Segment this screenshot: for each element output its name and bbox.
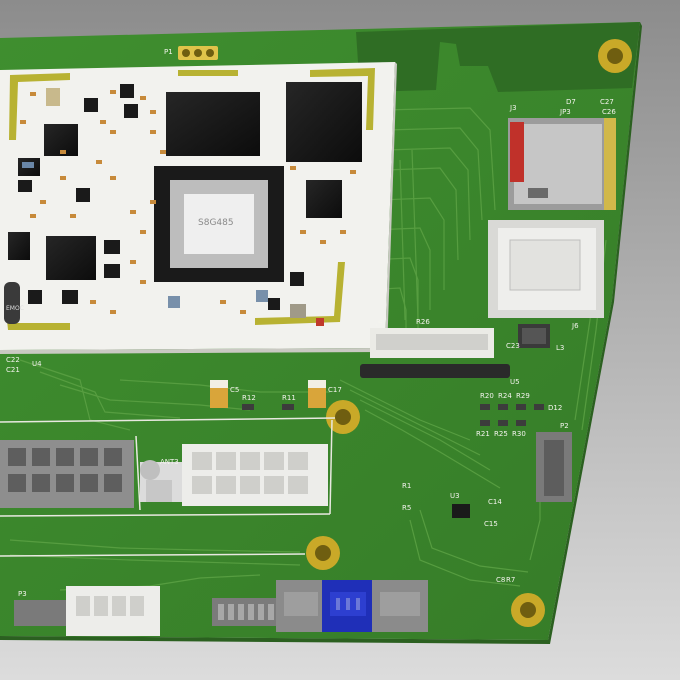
resistor-cluster xyxy=(480,404,544,426)
connector-white-4pin xyxy=(66,586,160,636)
sim-card-socket-j6 xyxy=(488,220,604,318)
label-l3: L3 xyxy=(556,344,564,352)
fan-connector-grey-1 xyxy=(276,580,326,632)
memory-chip-2 xyxy=(286,82,362,162)
label-r5: R5 xyxy=(402,504,411,512)
label-d12: D12 xyxy=(548,404,562,412)
module-chip-left-2 xyxy=(46,236,96,280)
label-j4: J4 xyxy=(375,318,383,326)
fan-connector-grey-2 xyxy=(372,580,428,632)
crystal-marking: EMOC xyxy=(6,305,24,312)
module-passives xyxy=(20,90,356,314)
label-c27: C27 xyxy=(600,98,614,106)
label-c5: C5 xyxy=(230,386,239,394)
label-ant: ANT3 xyxy=(160,458,179,466)
tantalum-capacitor-c5 xyxy=(210,380,228,408)
pmic-chip xyxy=(306,180,342,218)
label-c22: C22 xyxy=(6,356,20,364)
label-d7: D7 xyxy=(566,98,576,106)
fpc-connector-lower xyxy=(360,364,510,378)
label-u3: U3 xyxy=(450,492,460,500)
module-crystal xyxy=(4,282,20,324)
processor-die xyxy=(184,194,254,254)
label-c23: C23 xyxy=(506,342,520,350)
mounting-hole-middle xyxy=(326,400,360,434)
silkscreen-outlines xyxy=(0,417,336,557)
sd-card-socket-j3 xyxy=(508,118,616,210)
label-c15: C15 xyxy=(484,520,498,528)
antenna-connector xyxy=(140,460,182,502)
resistor-r12 xyxy=(242,404,254,410)
connector-p3 xyxy=(14,600,70,626)
label-r21: R21 xyxy=(476,430,490,438)
label-jp3: JP3 xyxy=(559,108,571,116)
label-r11: R11 xyxy=(282,394,296,402)
power-connector-left xyxy=(0,440,134,508)
label-r29: R29 xyxy=(516,392,530,400)
label-j3: J3 xyxy=(509,104,517,112)
connector-grey-header xyxy=(212,598,278,626)
label-u4: U4 xyxy=(32,360,42,368)
label-r24: R24 xyxy=(498,392,512,400)
label-r7: R7 xyxy=(506,576,515,584)
processor-marking: S8G485 xyxy=(198,218,234,228)
fan-connector-blue xyxy=(322,580,374,632)
mounting-hole-bottom-right xyxy=(511,593,545,627)
label-c8: C8 xyxy=(496,576,505,584)
power-connector-white xyxy=(182,444,328,506)
module-chip-left-3 xyxy=(8,232,30,260)
inductor-l3 xyxy=(518,324,550,348)
label-p1: P1 xyxy=(164,48,173,56)
memory-chip-1 xyxy=(166,92,260,156)
connector-p2-inner xyxy=(544,440,564,496)
ic-u3 xyxy=(452,504,470,518)
fpc-connector-j4 xyxy=(370,328,494,358)
label-c14: C14 xyxy=(488,498,502,506)
label-r30: R30 xyxy=(512,430,526,438)
label-c26: C26 xyxy=(602,108,616,116)
label-r1: R1 xyxy=(402,482,411,490)
label-r26: R26 xyxy=(416,318,430,326)
label-j6: J6 xyxy=(571,322,579,330)
label-c17: C17 xyxy=(328,386,342,394)
mounting-hole-top-right xyxy=(598,39,632,73)
mounting-hole-lower xyxy=(306,536,340,570)
label-c21: C21 xyxy=(6,366,20,374)
label-p3: P3 xyxy=(18,590,27,598)
copper-pour-top-right xyxy=(356,22,640,92)
label-r25: R25 xyxy=(494,430,508,438)
resistor-r11 xyxy=(282,404,294,410)
header-p1 xyxy=(178,46,218,60)
tantalum-capacitor-c17 xyxy=(308,380,326,408)
label-u5: U5 xyxy=(510,378,520,386)
module-small-components xyxy=(18,84,324,326)
label-r20: R20 xyxy=(480,392,494,400)
label-p2: P2 xyxy=(560,422,569,430)
label-r12: R12 xyxy=(242,394,256,402)
